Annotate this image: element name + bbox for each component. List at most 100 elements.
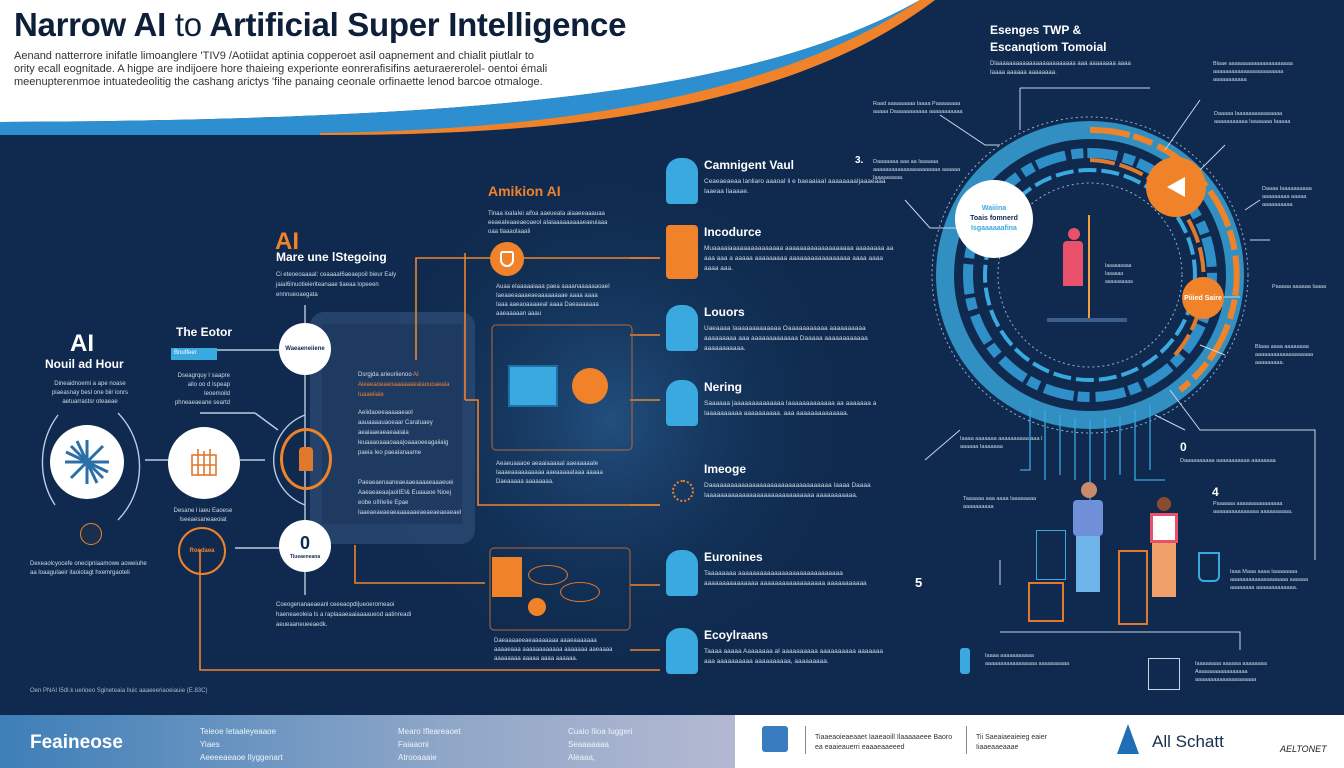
megaphone-icon bbox=[1167, 177, 1185, 197]
brain-circle bbox=[50, 425, 124, 499]
callout-note: Blaae aaaaaaaaaaaaaaaaaaaaa aaaaaaaaaaaa… bbox=[1213, 61, 1293, 83]
footer-blurb-2: Tii Saeaiaeaieieg eaier Iiaaeaaeaaae bbox=[976, 734, 1047, 751]
circuit-board-icon bbox=[191, 449, 217, 476]
center-title: Amikion AI bbox=[488, 183, 561, 199]
network-box bbox=[489, 547, 631, 631]
panel-line-1: Dsrgjda arieuriienoo AI Aieaeaoeaeoaaaaa… bbox=[358, 372, 450, 398]
zero-node-number: 0 bbox=[299, 532, 310, 553]
orange-ring-node: Roedaea bbox=[178, 527, 226, 575]
chart-sheet-icon bbox=[492, 557, 522, 597]
step-text: Daaaaaaaaaaaaaaaaaaaaaaaaaaaaaaaaaa Iaaa… bbox=[704, 482, 871, 499]
header-blue-stripe bbox=[0, 0, 935, 135]
footer-small-logo: AELTONET bbox=[1280, 744, 1327, 754]
qr-panel-icon bbox=[1036, 530, 1066, 580]
editor-badge: Bnutfeer bbox=[171, 348, 217, 360]
footer-link[interactable]: Mearo Ifleareaoet bbox=[398, 727, 461, 736]
page-title: Narrow AI to Artificial Super Intelligen… bbox=[14, 6, 627, 43]
person-with-lamp bbox=[1063, 228, 1085, 288]
footer-link[interactable]: Yiaes bbox=[200, 740, 220, 749]
step-text: Muaaaaiaaaaaaaaaaaaaaa aaaaaaaaaaaaaaaaa… bbox=[704, 245, 894, 272]
step-text: Uaeaaaa Iaaaaaaaaaaaaa Oaaaaaaaaaaa aaaa… bbox=[704, 325, 868, 352]
footer-link[interactable]: Faiaaoni bbox=[398, 740, 429, 749]
orange-label-circle: Piiied Saire bbox=[1182, 277, 1224, 319]
document-stack-icon bbox=[1148, 658, 1180, 690]
step-title: Nering bbox=[704, 380, 743, 394]
callout-note: Iaaaaaaaa aaaaaa aaaaaaaa Aaaaaaaaaaaaaa… bbox=[1195, 661, 1267, 683]
step-title: Imeoge bbox=[704, 462, 747, 476]
robot-node bbox=[280, 428, 332, 490]
footer-link[interactable]: Aleaaa, bbox=[568, 753, 596, 762]
footer-brand: Feaineose bbox=[30, 732, 123, 753]
chip-icon bbox=[80, 523, 102, 545]
footer-logo-text[interactable]: All Schatt bbox=[1152, 732, 1224, 751]
footer-right bbox=[735, 715, 1344, 768]
person-icon bbox=[666, 628, 698, 674]
callout-note: Iaaaa aaaaaaa aaaaaaaaaa aaa I aaaaaa Ia… bbox=[960, 436, 1043, 450]
lamp-icon bbox=[1088, 215, 1090, 320]
number-3: 3. bbox=[855, 155, 864, 166]
footer-link[interactable]: Cuaio Ilioa Iuggeri bbox=[568, 727, 633, 736]
footer-divider bbox=[805, 726, 806, 754]
woman-figure bbox=[1147, 497, 1181, 597]
number-0: 0 bbox=[1180, 440, 1187, 454]
number-5: 5 bbox=[915, 575, 923, 590]
footer-link[interactable]: Atrooaaaie bbox=[398, 753, 437, 762]
callout-note: Daaaaaaaaaa aaaaaaaaaaa aaaaaaaa bbox=[1180, 458, 1276, 464]
ring-label-circle: Waiiina Toais fomnerd Isgaaaaaafina bbox=[955, 180, 1033, 258]
center-below-box-text: Aeaeuaaaoe aeaaiaaaaaI aaeaaaaaIe Iaaaea… bbox=[496, 461, 603, 485]
top-node-circle: Waeaeneiiene bbox=[279, 323, 331, 375]
callout-note: Daaaa Iaaaaaaaaaa aaaaaaaaa aaaaa aaaaaa… bbox=[1262, 186, 1312, 208]
callout-note: Raad aaaaaaaaa Iaaaa Paaaaaaaa aaaaa Daa… bbox=[873, 101, 963, 115]
right-subtitle: Dlaaaaaaaaaaaaaaaaaaaaaaaa aaa aaaaaaaa … bbox=[990, 61, 1131, 76]
editor-text: Dseagrquy I saapre ailo oo d Ispeap Ieoe… bbox=[174, 373, 230, 406]
cloud-icon bbox=[528, 565, 568, 585]
source-line: Oen PNAI I5dI.k uerioeo Sgineteaia Iluic… bbox=[30, 688, 208, 694]
ring-center-text: Iaaaaaaaaa Iaaaaaa aaaaaaaaaa bbox=[1105, 263, 1133, 285]
ai-description: Dineaidnoemi a ape noase piaeasnay besl … bbox=[51, 381, 129, 405]
footer-link[interactable]: Aeeeeaeaoe Ilyggenart bbox=[200, 753, 283, 762]
person-icon bbox=[666, 305, 698, 351]
footer-badge-icon bbox=[762, 726, 788, 752]
step-title: Camnigent Vaul bbox=[704, 158, 795, 172]
gear-icon bbox=[528, 598, 546, 616]
footer-blurb-1: Tiaaeaoieaeaaet Iaaeaoill Ilaaaaaeee Bao… bbox=[815, 734, 953, 751]
stage-ai-label: AI bbox=[275, 228, 299, 255]
callout-note: Daaaaa Iaaaaaaaaaaaaaaa aaaaaaaaaaa Iaaa… bbox=[1214, 111, 1291, 125]
tablet-screen bbox=[322, 324, 462, 524]
step-text: Taaaaaaaa aaaaaaaaaaaaaaaaaaaaaaaaaaaaa … bbox=[704, 570, 867, 587]
footer-logo-icon bbox=[1117, 724, 1139, 754]
bottom-center-text: Coeogenanaeaeanl ceeeaopdi|ueoeromeaoi h… bbox=[276, 602, 412, 628]
person-icon bbox=[666, 550, 698, 596]
zero-node-label: Tlueaeneana bbox=[289, 553, 321, 560]
footer-link[interactable]: Seaaaaaaa bbox=[568, 740, 609, 749]
callout-note: Paaaaaa aaaaaaaaaaaaaaa aaaaaaaaaaaaaaa … bbox=[1213, 501, 1293, 515]
circuit-glow bbox=[350, 150, 870, 690]
step-title: Louors bbox=[704, 305, 745, 319]
panel-paragraph-2: Aeiidaoeeaaaaaeaol aauaaaauaoeaar Caratu… bbox=[358, 410, 449, 456]
footer-divider bbox=[966, 726, 967, 754]
ai-subheading: Nouil ad Hour bbox=[45, 357, 124, 371]
ring-diagram bbox=[931, 116, 1249, 434]
sparkle-icon bbox=[672, 480, 694, 502]
center-top-text: Tinaa ioaIaIei aifoa aaeueaIa aiaaeeaaau… bbox=[488, 211, 608, 235]
callout-lines bbox=[904, 87, 1316, 650]
stage-text: Ci eteoeoaaaaI: ceaaaaI6aeaepoiI bieur E… bbox=[276, 272, 397, 298]
footer-link[interactable]: Teieoe Ietaaleyeaaoe bbox=[200, 727, 277, 736]
callout-note: Paaaaa aaaaaa Iaaaa bbox=[1272, 284, 1327, 290]
panel-paragraph-3: Paeaeaenaaneaeaaeaaaaeaaaeuei Aaeaeaeaa|… bbox=[358, 480, 462, 516]
right-title: Esenges TWP & Escanqtiom Tomoial bbox=[990, 23, 1107, 54]
left-bottom-text: Dexeaolcyocefe onecipniaamowe aoweiuhe a… bbox=[30, 561, 147, 576]
lightbulb-icon bbox=[572, 368, 608, 404]
circuit-caption: Desane l iaeu Eaoese Iseeaesaneaeoiat bbox=[173, 508, 233, 523]
callout-note: Blaaa aaaa aaaaaaaa aaaaaaaaaaaaaaaaaaa … bbox=[1255, 344, 1314, 366]
number-4: 4 bbox=[1212, 485, 1219, 499]
orange-connectors bbox=[199, 253, 660, 671]
center-mid-text: Auaa eIaaaaaiaaa paea aaaanaaaaaaoaeI Ia… bbox=[496, 284, 610, 317]
circuit-circle bbox=[168, 427, 240, 499]
